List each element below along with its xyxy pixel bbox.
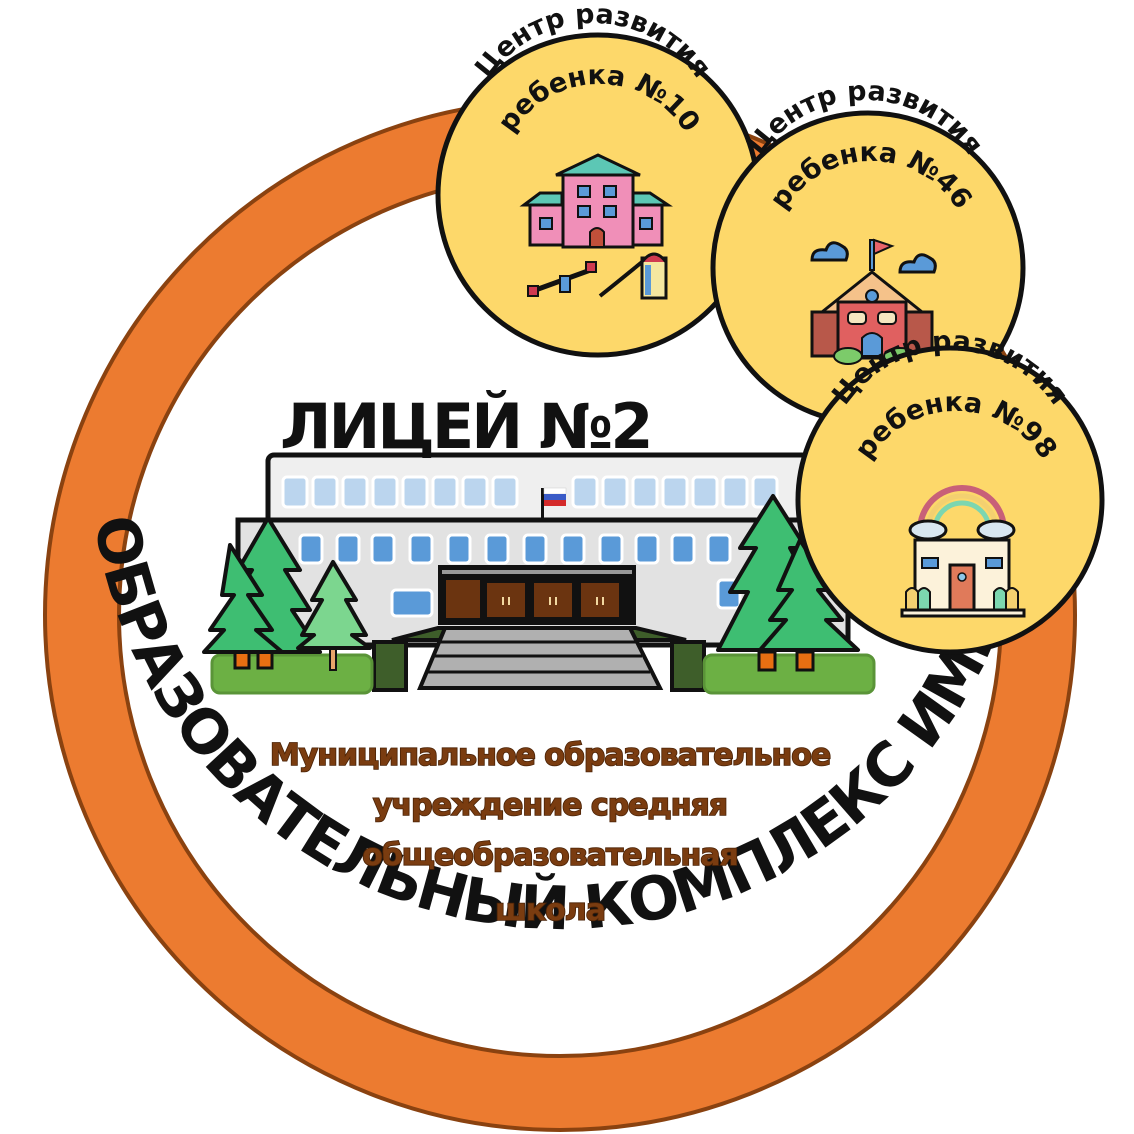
russian-flag-icon <box>541 487 567 520</box>
svg-text:учреждение средняя: учреждение средняя <box>373 788 727 823</box>
svg-text:школа: школа <box>495 893 605 928</box>
rainbow-house-icon <box>900 485 1026 618</box>
school-illustration <box>202 452 876 695</box>
grass-right <box>702 653 876 695</box>
kindergarten-playground-icon <box>519 153 673 300</box>
school-title: ЛИЦЕЙ №2 <box>280 390 650 463</box>
svg-text:общеобразовательная: общеобразовательная <box>362 838 738 873</box>
badge-center-10: Центр развития ребенка №10 <box>435 0 761 358</box>
tree-icon <box>716 494 860 672</box>
upper-windows <box>281 475 779 509</box>
stairs <box>372 626 706 692</box>
entrance-doors <box>438 565 636 625</box>
badge-center-98: Центр развития ребенка №98 <box>795 326 1105 655</box>
school-description: Муниципальное образовательное учреждение… <box>269 737 832 929</box>
svg-text:Муниципальное образовательное: Муниципальное образовательное <box>270 738 830 773</box>
small-tree-icon <box>296 560 372 671</box>
tree-icon <box>202 516 322 670</box>
badge-center-46: Центр развития ребенка №46 <box>710 76 1026 426</box>
